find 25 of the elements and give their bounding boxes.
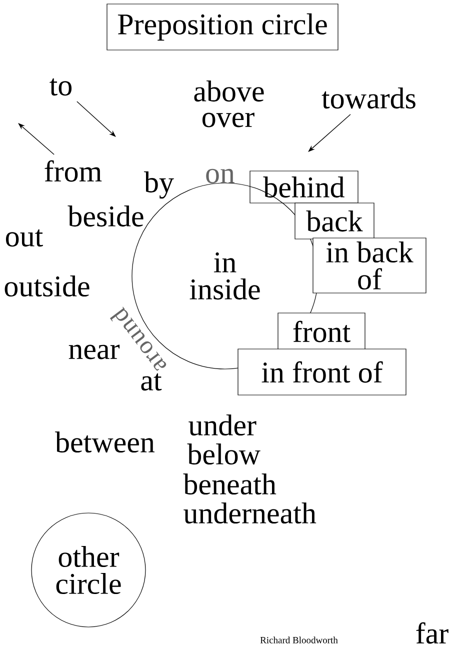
title-box: Preposition circle xyxy=(106,4,338,50)
word-label: out xyxy=(6,229,43,247)
word-label: underneath xyxy=(184,502,316,524)
word-label: by xyxy=(144,171,174,199)
arrow xyxy=(18,123,54,155)
word-label: far xyxy=(416,622,448,644)
word-label: on xyxy=(206,168,235,184)
word-label: above xyxy=(194,80,264,102)
arrow xyxy=(76,101,116,137)
arrow xyxy=(308,114,351,152)
word-label: from xyxy=(44,160,102,182)
word-label: at xyxy=(141,373,162,391)
author-credit: Richard Bloodworth xyxy=(260,636,338,644)
word-box: front xyxy=(278,312,366,350)
word-label: under xyxy=(188,414,256,436)
word-label: over xyxy=(202,112,254,128)
word-label: to xyxy=(50,78,72,96)
word-label: beneath xyxy=(183,473,276,495)
word-label: outside xyxy=(4,275,90,297)
word-label: beside xyxy=(68,205,144,227)
word-label: between xyxy=(55,431,155,453)
word-box: behind xyxy=(250,170,358,204)
word-label: below xyxy=(187,443,260,465)
word-label: towards xyxy=(322,87,416,109)
word-box: back xyxy=(294,202,374,240)
